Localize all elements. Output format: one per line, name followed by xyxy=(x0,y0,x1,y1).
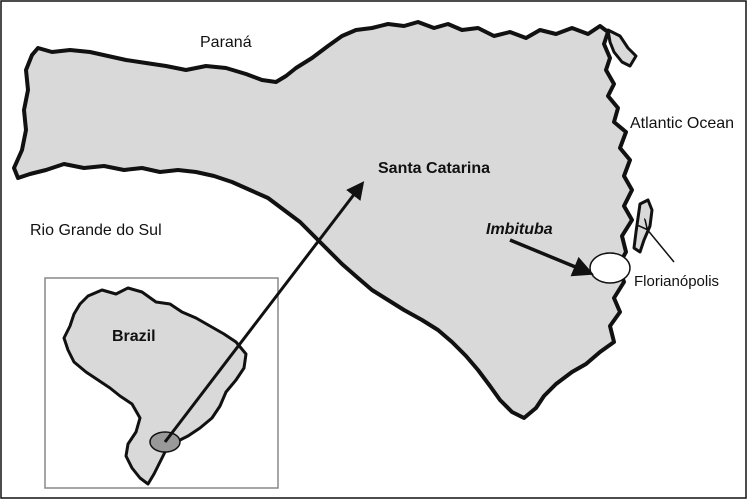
label-imbituba: Imbituba xyxy=(486,221,553,238)
imbituba-arrow xyxy=(509,238,594,277)
label-florianopolis: Florianópolis xyxy=(634,273,719,290)
locator-arrow xyxy=(163,181,365,443)
imbituba-marker xyxy=(589,252,631,284)
florianopolis-pointer xyxy=(646,228,675,263)
label-brazil: Brazil xyxy=(112,328,156,345)
label-santa-catarina: Santa Catarina xyxy=(378,160,490,177)
label-atlantic-ocean: Atlantic Ocean xyxy=(630,115,734,132)
santa-catarina-outline xyxy=(12,20,634,420)
label-rio-grande-do-sul: Rio Grande do Sul xyxy=(30,222,162,239)
coastal-island-north xyxy=(606,28,638,68)
label-parana: Paraná xyxy=(200,34,252,51)
